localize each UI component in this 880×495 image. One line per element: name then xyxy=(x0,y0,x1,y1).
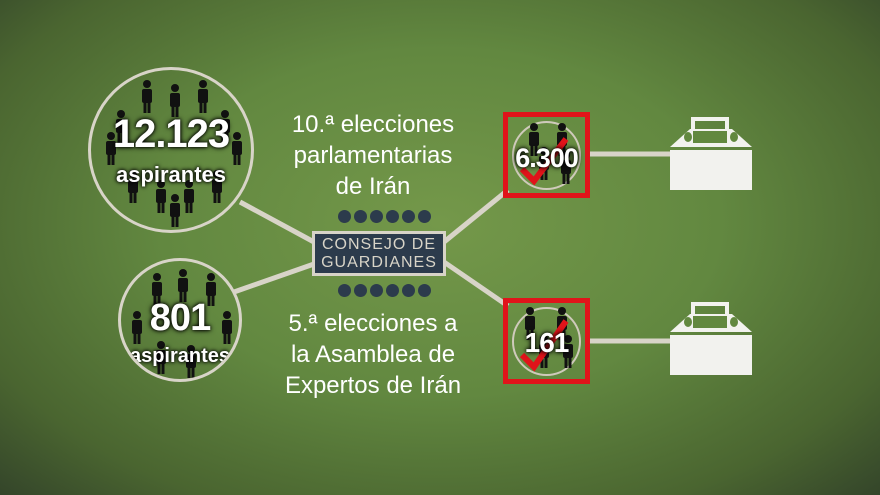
approved-count: 6.300 xyxy=(515,143,579,173)
applicants-circle-parliament: 12.123 aspirantes xyxy=(88,67,254,233)
check-people-icon xyxy=(519,307,573,372)
approved-count: 161 xyxy=(524,327,570,358)
check-people-icon xyxy=(519,123,571,186)
title-line: parlamentarias xyxy=(293,142,453,169)
title-line: Expertos de Irán xyxy=(284,372,462,399)
applicants-count: 12.123 xyxy=(112,112,230,156)
approved-box-parliament: 6.300 xyxy=(503,112,590,198)
election-title-parliament: 10.ª elecciones parlamentarias de Irán xyxy=(243,109,503,202)
council-members-bottom xyxy=(338,284,431,297)
approved-box-assembly: 161 xyxy=(503,298,590,384)
applicants-count: 801 xyxy=(149,297,211,339)
council-label-line2: GUARDIANES xyxy=(321,254,437,271)
title-line: de Irán xyxy=(335,173,411,200)
applicants-label: aspirantes xyxy=(115,162,227,187)
title-line: la Asamblea de xyxy=(290,341,456,368)
applicants-label: aspirantes xyxy=(129,345,231,367)
title-line: 10.ª elecciones xyxy=(291,111,455,138)
title-line: 5.ª elecciones a xyxy=(288,310,458,337)
applicants-circle-assembly: 801 aspirantes xyxy=(118,258,242,382)
council-label-line1: CONSEJO DE xyxy=(321,236,436,253)
council-members-top xyxy=(338,210,431,223)
election-title-assembly: 5.ª elecciones a la Asamblea de Expertos… xyxy=(243,308,503,401)
ballot-box-icon xyxy=(670,302,752,375)
guardian-council-box: CONSEJO DE GUARDIANES xyxy=(312,231,446,276)
ballot-box-icon xyxy=(670,117,752,190)
